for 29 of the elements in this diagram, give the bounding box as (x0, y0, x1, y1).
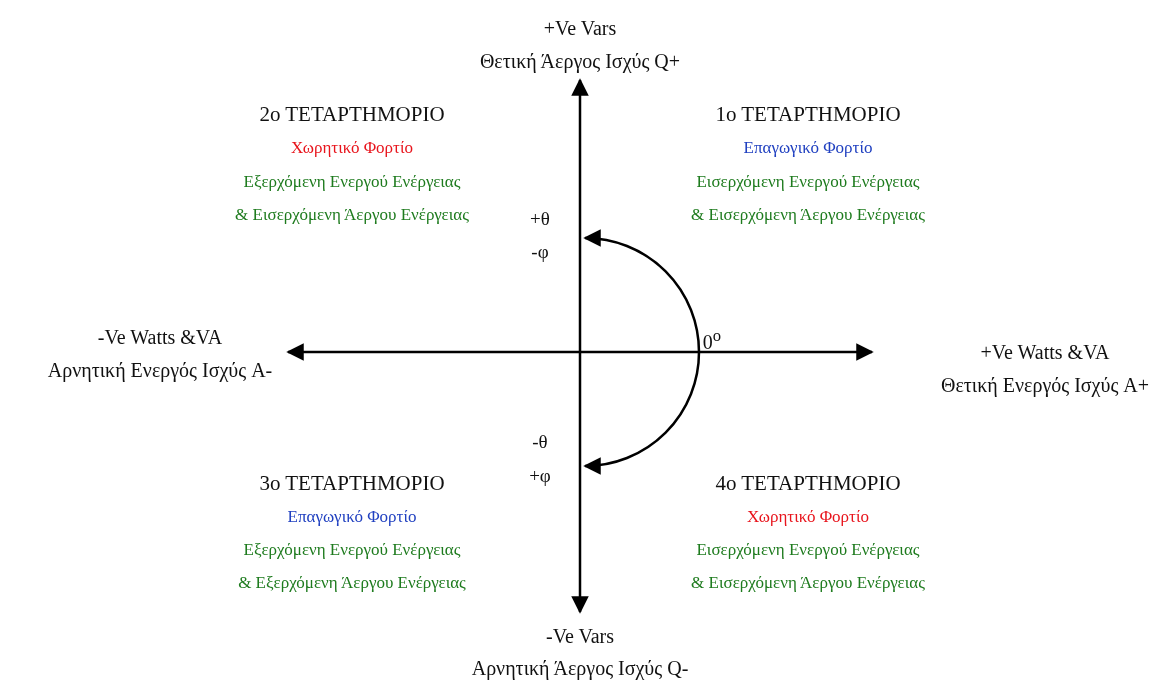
load-type-label: Χωρητικό Φορτίο (291, 138, 413, 158)
load-type-label: Χωρητικό Φορτίο (747, 507, 869, 527)
angle-label: -θ (532, 431, 548, 453)
energy-flow-label: & Εισερχόμενη Άεργου Ενέργειας (235, 205, 469, 225)
quadrant-title: 4ο ΤΕΤΑΡΤΗΜΟΡΙΟ (715, 472, 901, 496)
axis-label: -Ve Vars (546, 625, 614, 647)
axis-label: +Ve Vars (543, 17, 617, 39)
load-type-label: Επαγωγικό Φορτίο (287, 507, 417, 527)
load-type-label: Επαγωγικό Φορτίο (743, 138, 873, 158)
axis-label: Θετική Ενεργός Ισχύς A+ (940, 374, 1150, 396)
quadrant-title: 1ο ΤΕΤΑΡΤΗΜΟΡΙΟ (715, 103, 901, 127)
angle-label: -φ (531, 241, 549, 263)
energy-flow-label: Εισερχόμενη Ενεργού Ενέργειας (696, 540, 920, 560)
angle-label: +φ (529, 465, 551, 487)
energy-flow-label: Εξερχόμενη Ενεργού Ενέργειας (243, 172, 461, 192)
energy-flow-label: & Εξερχόμενη Άεργου Ενέργειας (238, 573, 466, 593)
energy-flow-label: Εξερχόμενη Ενεργού Ενέργειας (243, 540, 461, 560)
energy-flow-label: & Εισερχόμενη Άεργου Ενέργειας (691, 205, 925, 225)
angle-label: 0$^{o}$ (702, 327, 722, 353)
energy-flow-label: Εισερχόμενη Ενεργού Ενέργειας (696, 172, 920, 192)
axis-label: Αρνητική Άεργος Ισχύς Q- (471, 657, 689, 679)
axis-label: Θετική Άεργος Ισχύς Q+ (479, 50, 681, 72)
angle-label: +θ (530, 208, 550, 230)
quadrant-title: 2ο ΤΕΤΑΡΤΗΜΟΡΙΟ (259, 103, 445, 127)
energy-flow-label: & Εισερχόμενη Άεργου Ενέργειας (691, 573, 925, 593)
axis-label: Αρνητική Ενεργός Ισχύς A- (47, 359, 273, 381)
axis-label: +Ve Watts &VA (980, 341, 1110, 363)
quadrant-title: 3ο ΤΕΤΑΡΤΗΜΟΡΙΟ (259, 472, 445, 496)
axis-label: -Ve Watts &VA (97, 326, 223, 348)
